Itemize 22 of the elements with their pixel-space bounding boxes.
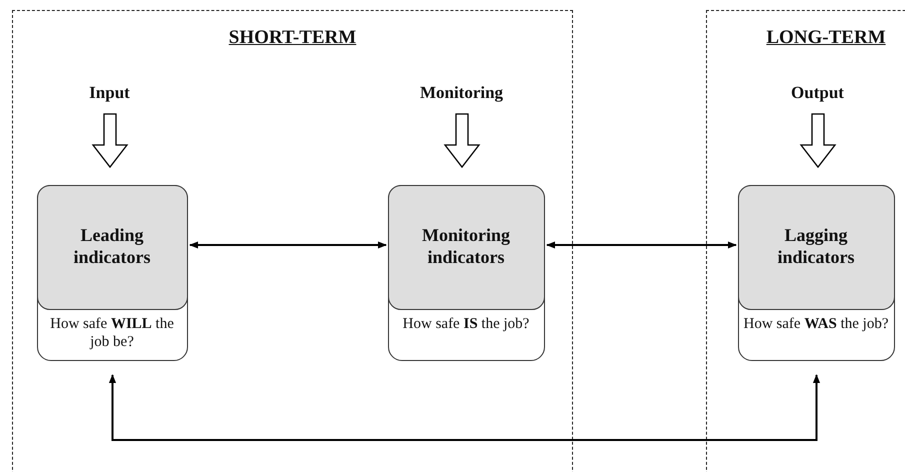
double-arrow bbox=[108, 374, 820, 441]
flow-label: Monitoring bbox=[412, 82, 512, 104]
card-question: How safe IS the job? bbox=[402, 314, 530, 334]
card-title: Leading indicators bbox=[72, 225, 152, 269]
dashed-region-frame bbox=[12, 10, 573, 472]
block-arrow bbox=[444, 113, 480, 168]
double-arrow bbox=[546, 241, 737, 249]
indicator-card bbox=[36, 184, 188, 360]
card-title: Lagging indicators bbox=[776, 225, 856, 269]
block-arrow bbox=[92, 113, 128, 168]
region-heading: SHORT-TERM bbox=[228, 27, 356, 49]
region-heading: LONG-TERM bbox=[766, 27, 886, 49]
card-title: Monitoring indicators bbox=[421, 225, 511, 269]
flow-label: Output bbox=[778, 82, 858, 104]
flow-label: Input bbox=[70, 82, 150, 104]
card-question: How safe WILL the job be? bbox=[49, 314, 175, 352]
card-question: How safe WAS the job? bbox=[742, 314, 890, 334]
indicator-card bbox=[738, 184, 894, 360]
dashed-region-frame bbox=[706, 10, 905, 472]
block-arrow bbox=[800, 113, 836, 168]
indicator-card bbox=[388, 184, 544, 360]
double-arrow bbox=[189, 241, 387, 249]
